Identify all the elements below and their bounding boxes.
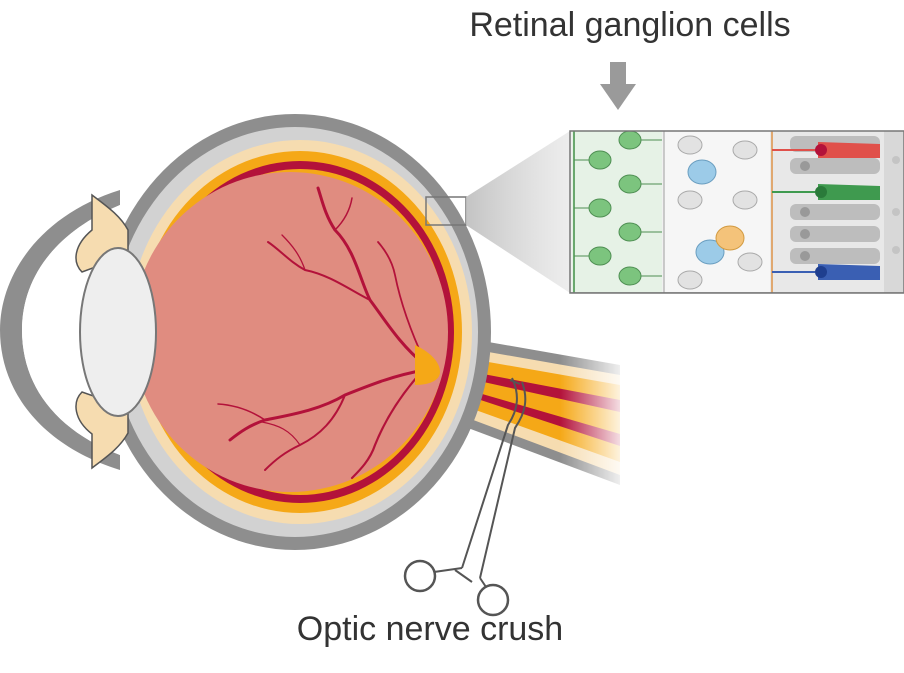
vitreous xyxy=(132,172,448,492)
amacrine-cell-orange xyxy=(716,226,744,250)
eyeball xyxy=(99,114,491,550)
lens xyxy=(80,248,156,416)
bipolar-cell-blue xyxy=(688,160,716,184)
down-arrow-icon xyxy=(600,62,636,110)
retina-section-panel xyxy=(570,131,904,293)
label-retinal-ganglion-cells: Retinal ganglion cells xyxy=(420,6,840,45)
label-optic-nerve-crush: Optic nerve crush xyxy=(230,610,630,649)
ganglion-cell-layer xyxy=(572,131,662,293)
